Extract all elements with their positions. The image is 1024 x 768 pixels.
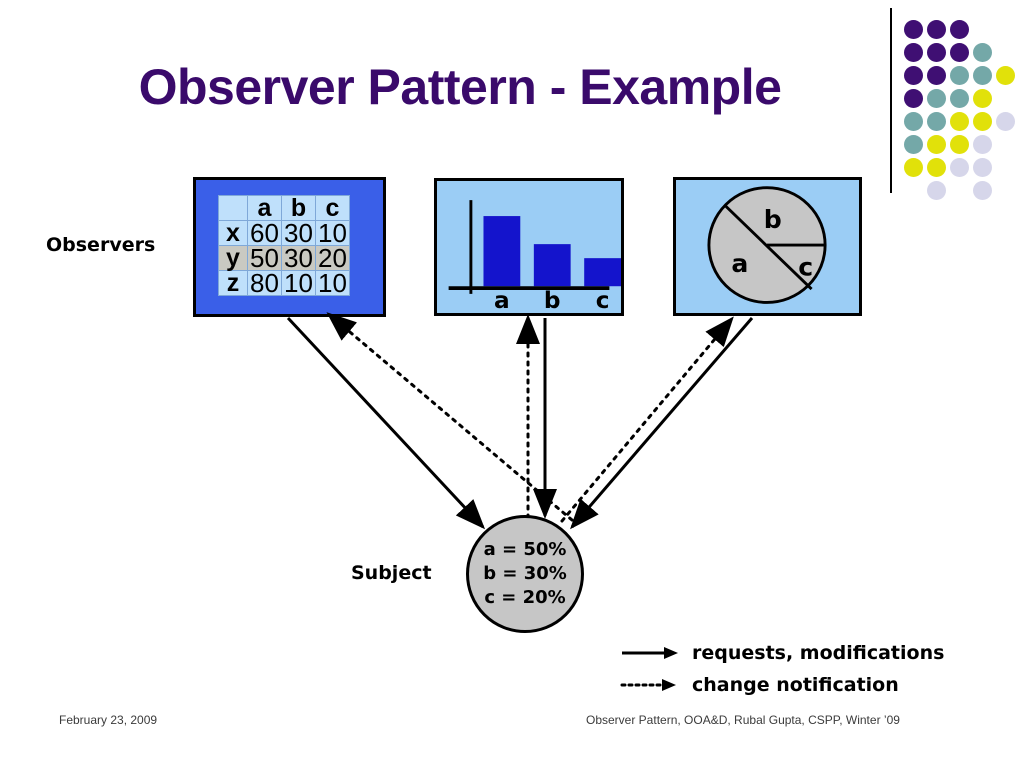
decoration-dot-lavender: [973, 135, 992, 154]
table-cell-ya: 50: [247, 245, 282, 271]
legend: requests, modifications change notificat…: [620, 640, 990, 704]
subject-label: Subject: [351, 562, 432, 584]
subject-line-a: a = 50%: [483, 539, 567, 560]
table-cell-yc: 20: [315, 245, 350, 271]
table-col-header-a: a: [247, 195, 282, 221]
dotted-arrow-icon: [620, 679, 676, 691]
legend-item-requests: requests, modifications: [620, 640, 990, 672]
pie-label-a: a: [731, 249, 748, 278]
decoration-dot-teal: [950, 89, 969, 108]
subject-line-c: c = 20%: [484, 587, 566, 608]
bar-label-a: a: [494, 288, 510, 313]
decoration-dot-teal: [927, 89, 946, 108]
table-cell-zc: 10: [315, 270, 350, 296]
decoration-dot-teal: [927, 112, 946, 131]
arrow-table-to-subject-request: [286, 316, 486, 530]
dot-grid-decoration: [884, 8, 1024, 200]
bar-chart-observer[interactable]: a b c: [434, 178, 624, 316]
observers-label: Observers: [46, 234, 156, 256]
bar-b: [533, 244, 571, 287]
bar-label-b: b: [544, 288, 561, 313]
decoration-dot-lavender: [950, 158, 969, 177]
pie-label-b: b: [764, 205, 782, 234]
table-row-header-z: z: [218, 270, 248, 296]
decoration-dot-purple: [950, 20, 969, 39]
footer-date: February 23, 2009: [59, 713, 158, 727]
arrow-subject-to-pie-notify: [560, 316, 734, 523]
solid-arrow-icon: [622, 647, 678, 659]
legend-label-notification: change notification: [692, 674, 899, 696]
pie-label-c: c: [798, 253, 813, 282]
table-cell-za: 80: [247, 270, 282, 296]
bar-c: [584, 258, 621, 287]
table-cell-xb: 30: [281, 220, 316, 246]
page-title: Observer Pattern - Example: [138, 59, 782, 115]
bar-a: [483, 216, 521, 287]
bar-chart-graphic: a b c: [448, 200, 621, 313]
pie-chart-graphic: abc: [707, 186, 827, 304]
bar-label-c: c: [596, 288, 610, 313]
decoration-dot-purple: [927, 66, 946, 85]
table-cell-yb: 30: [281, 245, 316, 271]
decoration-dot-yellow: [950, 112, 969, 131]
legend-label-requests: requests, modifications: [692, 642, 945, 664]
pie-divider-a: [723, 203, 813, 291]
decoration-dot-teal: [973, 66, 992, 85]
decoration-dot-yellow: [973, 89, 992, 108]
decoration-dot-purple: [904, 89, 923, 108]
decoration-dot-yellow: [973, 112, 992, 131]
subject-node[interactable]: a = 50% b = 30% c = 20%: [466, 515, 584, 633]
table-cell-xa: 60: [247, 220, 282, 246]
decoration-dot-yellow: [927, 158, 946, 177]
decoration-dot-yellow: [950, 135, 969, 154]
decoration-dot-teal: [973, 43, 992, 62]
table-row-header-y: y: [218, 245, 248, 271]
decoration-dot-purple: [904, 20, 923, 39]
x-tick-labels: a b c: [494, 288, 609, 313]
bar-series: [483, 216, 621, 287]
subject-line-b: b = 30%: [483, 563, 567, 584]
decoration-dot-purple: [950, 43, 969, 62]
table-row-header-x: x: [218, 220, 248, 246]
decoration-dot-purple: [927, 43, 946, 62]
footer-info: Observer Pattern, OOA&D, Rubal Gupta, CS…: [586, 713, 900, 727]
arrow-subject-to-table-notify: [326, 312, 574, 522]
decoration-dot-yellow: [996, 66, 1015, 85]
decoration-dot-teal: [904, 112, 923, 131]
decoration-dot-purple: [927, 20, 946, 39]
table-corner-cell: [218, 195, 248, 221]
decoration-dot-teal: [904, 135, 923, 154]
decoration-dot-yellow: [927, 135, 946, 154]
decoration-dot-teal: [950, 66, 969, 85]
pie-slice-labels: abc: [731, 205, 813, 282]
table-col-header-b: b: [281, 195, 316, 221]
decoration-dot-lavender: [973, 181, 992, 200]
legend-item-notification: change notification: [620, 672, 990, 704]
decoration-vertical-rule: [890, 8, 892, 193]
decoration-dot-purple: [904, 66, 923, 85]
table-col-header-c: c: [315, 195, 350, 221]
decoration-dot-lavender: [927, 181, 946, 200]
decoration-dot-lavender: [996, 112, 1015, 131]
arrow-pie-to-subject-request: [570, 317, 754, 530]
table-cell-xc: 10: [315, 220, 350, 246]
table-cell-zb: 10: [281, 270, 316, 296]
decoration-dot-yellow: [904, 158, 923, 177]
decoration-dot-purple: [904, 43, 923, 62]
decoration-dot-lavender: [973, 158, 992, 177]
